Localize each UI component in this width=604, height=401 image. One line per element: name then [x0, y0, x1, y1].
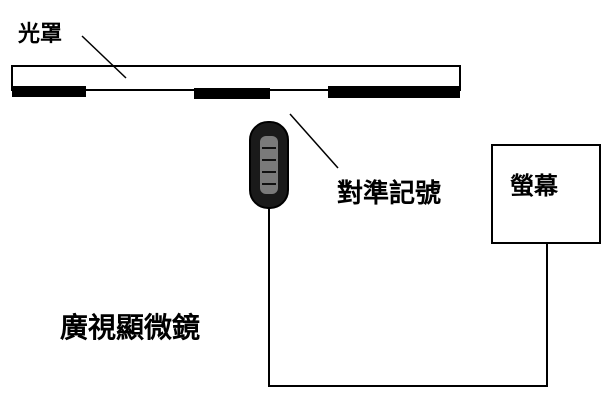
microscope-objective	[249, 121, 289, 209]
microscope-to-screen-cable	[268, 208, 548, 387]
alignment-mark-leader-line	[289, 113, 339, 169]
screen-label: 螢幕	[510, 172, 559, 200]
mask-leader-line	[81, 35, 127, 79]
mask-pattern-right	[328, 86, 460, 98]
mask-label: 光罩	[17, 22, 62, 47]
microscope-label: 廣視顯微鏡	[60, 311, 200, 344]
mask-pattern-left	[12, 86, 86, 97]
mask-pattern-center	[194, 88, 270, 99]
alignment-marks-label: 對準記號	[337, 178, 441, 209]
screen-box	[491, 144, 601, 244]
